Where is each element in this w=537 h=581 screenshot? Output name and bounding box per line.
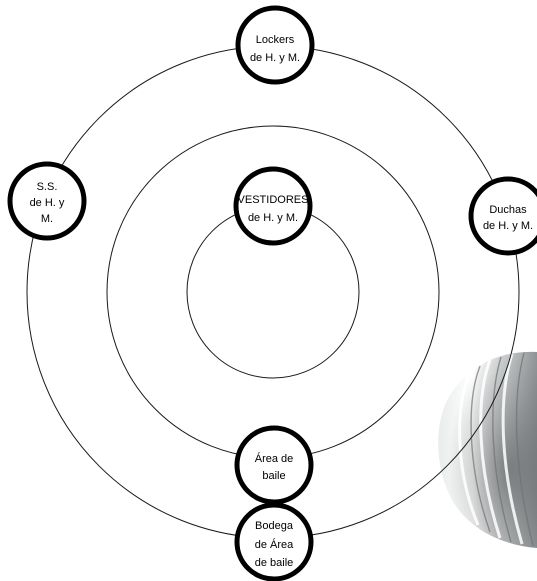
node-lockers: Lockers de H. y M. xyxy=(238,8,312,82)
node-vestidores-line1: VESTIDORES xyxy=(238,194,309,206)
node-bodega-line1: Bodega xyxy=(255,520,294,532)
node-duchas-circle xyxy=(471,179,537,253)
node-ss: S.S. de H. y M. xyxy=(10,164,84,238)
node-bodega-line3: de baile xyxy=(255,557,294,569)
node-area-baile-line2: baile xyxy=(262,470,285,482)
node-area-baile: Área de baile xyxy=(237,428,311,502)
node-bodega: Bodega de Área de baile xyxy=(237,505,311,579)
node-ss-line1: S.S. xyxy=(37,181,58,193)
node-vestidores-circle xyxy=(236,169,310,243)
node-lockers-line1: Lockers xyxy=(256,34,295,46)
node-bodega-line2: de Área xyxy=(255,538,294,551)
node-lockers-line2: de H. y M. xyxy=(250,52,300,64)
node-ss-line3: M. xyxy=(41,213,53,225)
node-ss-line2: de H. y xyxy=(30,197,65,209)
node-duchas: Duchas de H. y M. xyxy=(471,179,537,253)
node-duchas-line2: de H. y M. xyxy=(483,220,533,232)
node-area-baile-line1: Área de xyxy=(255,452,294,465)
node-area-baile-circle xyxy=(237,428,311,502)
node-vestidores: VESTIDORES de H. y M. xyxy=(236,169,310,243)
node-duchas-line1: Duchas xyxy=(489,204,527,216)
node-vestidores-line2: de H. y M. xyxy=(248,212,298,224)
glass-vase-image xyxy=(438,352,537,548)
